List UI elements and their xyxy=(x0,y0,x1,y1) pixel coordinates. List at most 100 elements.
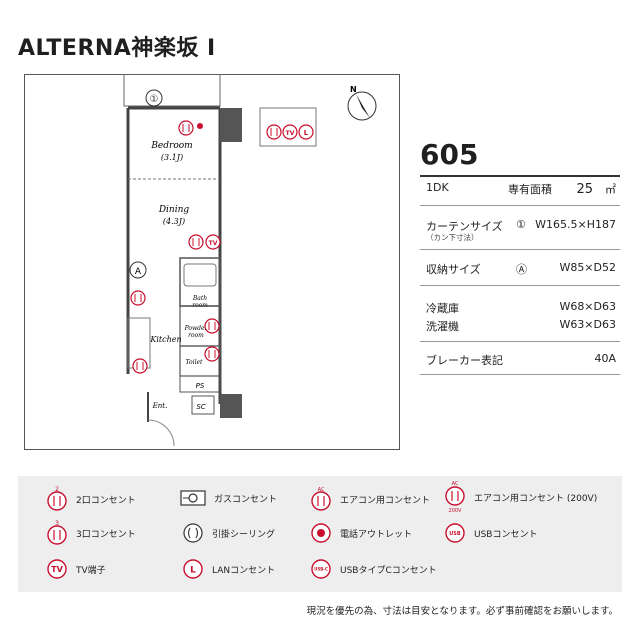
legend-usbc-text: USBタイプCコンセント xyxy=(340,565,437,576)
legend-ac200: AC 200V エアコン用コンセント (200V) xyxy=(444,480,597,514)
lan-outlet-icon: L xyxy=(183,559,203,579)
dining-size: (4.3J) xyxy=(163,217,185,226)
ac-outlet-icon: AC xyxy=(311,487,331,511)
tv-outlet-panel xyxy=(282,124,298,140)
ps-space xyxy=(179,375,221,393)
layout-value: 1DK xyxy=(426,181,449,194)
outlet-panel-2 xyxy=(266,124,282,140)
spec-divider-1 xyxy=(420,205,620,206)
tv-outlet-dining xyxy=(205,234,221,250)
spec-divider-top xyxy=(420,175,620,177)
phone-outlet-dot xyxy=(197,123,203,129)
legend-lan-text: LANコンセント xyxy=(212,565,276,576)
legend-tv-text: TV端子 xyxy=(76,565,106,576)
window-mark-circle xyxy=(145,89,163,107)
outlet-kitchen xyxy=(130,290,146,306)
sc-space xyxy=(191,395,215,415)
usbc-icon-label: USB-C xyxy=(314,567,328,572)
legend-panel: 2 2口コンセント ガスコンセント AC エアコン用コンセント AC 200V … xyxy=(18,476,622,592)
room-number: 605 xyxy=(420,138,479,171)
pillar-top xyxy=(220,108,242,142)
kitchen-label: Kitchen xyxy=(149,335,181,344)
legend-ac200-text: エアコン用コンセント (200V) xyxy=(474,493,598,504)
curtain-label: カーテンサイズ xyxy=(426,220,503,233)
breaker-label: ブレーカー表記 xyxy=(426,354,503,367)
legend-gas-text: ガスコンセント xyxy=(214,494,278,505)
spec-divider-2 xyxy=(420,249,620,250)
north-label: N xyxy=(350,85,357,94)
fridge-value: W68×D63 xyxy=(559,300,616,313)
legend-gas: ガスコンセント xyxy=(180,488,277,508)
breaker-value: 40A xyxy=(594,352,616,365)
legend-tv: TV TV端子 xyxy=(46,558,106,580)
legend-ac-text: エアコン用コンセント xyxy=(340,495,431,506)
outlet-entrance xyxy=(132,358,148,374)
usb-c-outlet-icon: USB-C xyxy=(311,559,331,579)
usb-icon-label: USB xyxy=(449,531,461,537)
storage-mark: A xyxy=(135,267,142,277)
legend-phone-text: 電話アウトレット xyxy=(340,529,413,540)
legend-outlet2: 2 2口コンセント xyxy=(46,486,136,512)
lan-outlet-panel-label: L xyxy=(304,129,309,137)
dining-label: Dining xyxy=(158,205,190,215)
door-swing xyxy=(147,419,175,447)
north-compass xyxy=(347,91,377,121)
outlet3-icon-count: 3 xyxy=(55,520,59,527)
window-mark: ① xyxy=(150,94,159,105)
ac-200v-icon-volt: 200V xyxy=(449,508,463,514)
area-unit: ㎡ xyxy=(605,183,616,196)
legend-outlet3: 3 3口コンセント xyxy=(46,520,136,546)
legend-ceiling: 引掛シーリング xyxy=(182,522,275,544)
toilet-label: Toilet xyxy=(186,359,204,366)
spec-divider-4 xyxy=(420,341,620,342)
lan-icon-label: L xyxy=(190,566,196,576)
outlet3-icon: 3 xyxy=(47,520,67,545)
entrance-label: Ent. xyxy=(152,402,168,410)
legend-ac: AC エアコン用コンセント xyxy=(310,486,430,512)
washer-label: 洗濯機 xyxy=(426,320,459,333)
powder-label2: room xyxy=(188,332,204,339)
area-value: 25 xyxy=(576,182,593,197)
ceiling-hook-icon xyxy=(183,523,203,543)
spec-divider-3 xyxy=(420,285,620,286)
tv-outlet-panel-label: TV xyxy=(286,130,295,137)
ac-200v-outlet-icon: AC 200V xyxy=(445,481,465,514)
bath-label: Bath xyxy=(192,295,207,302)
ac-200v-icon-ac: AC xyxy=(452,481,459,487)
tv-icon-label: TV xyxy=(51,565,63,574)
sc-label: SC xyxy=(196,403,205,411)
legend-phone: 電話アウトレット xyxy=(310,522,412,544)
pillar-bottom xyxy=(220,394,242,418)
legend-usb: USB USBコンセント xyxy=(444,522,537,544)
outlet2-icon-count: 2 xyxy=(55,486,59,493)
curtain-sub-text: （カン下寸法） xyxy=(426,233,479,242)
washer-value: W63×D63 xyxy=(559,318,616,331)
bathtub xyxy=(183,263,217,287)
storage-value: W85×D52 xyxy=(559,261,616,274)
legend-lan: L LANコンセント xyxy=(182,558,275,580)
outlet-toilet xyxy=(204,346,220,362)
legend-outlet2-text: 2口コンセント xyxy=(76,495,136,506)
outlet-dining xyxy=(188,234,204,250)
powder-label: Powder xyxy=(184,325,209,332)
bedroom-size: (3.1J) xyxy=(161,153,183,162)
spec-divider-bottom xyxy=(420,374,620,375)
area-label: 専有面積 xyxy=(508,183,552,196)
legend-usbc: USB-C USBタイプCコンセント xyxy=(310,558,437,580)
outlet-panel xyxy=(259,107,317,147)
tv-outlet-dining-label: TV xyxy=(209,240,218,247)
lan-outlet-panel xyxy=(298,124,314,140)
area-group: 25 ㎡ xyxy=(576,181,616,197)
property-title: ALTERNA神楽坂 I xyxy=(18,36,216,61)
gas-outlet-icon xyxy=(180,490,206,506)
phone-outlet-icon xyxy=(311,523,331,543)
outlet-bedroom xyxy=(178,120,194,136)
tv-terminal-icon: TV xyxy=(47,559,67,579)
curtain-mark: ① xyxy=(516,218,526,231)
legend-usb-text: USBコンセント xyxy=(474,529,538,540)
usb-outlet-icon: USB xyxy=(445,523,465,543)
outlet2-icon: 2 xyxy=(47,486,67,511)
balcony xyxy=(123,74,221,107)
storage-mark-circle xyxy=(129,261,147,279)
bedroom-label: Bedroom xyxy=(150,141,192,151)
